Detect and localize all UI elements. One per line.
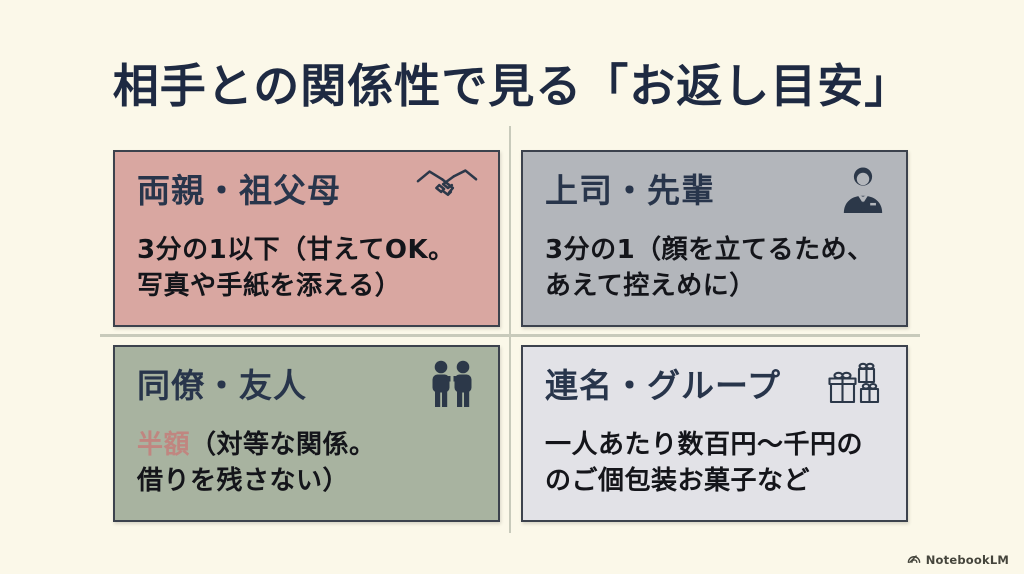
card-body: 半額（対等な関係。 借りを残さない）: [137, 428, 478, 500]
card-header: 上司・先輩: [545, 164, 886, 224]
handshake-icon: [416, 165, 478, 215]
watermark-label: NotebookLM: [925, 553, 1009, 567]
card-joint-group: 連名・グループ 一: [521, 345, 908, 522]
body-line: 一人あたり数百円〜千円の: [545, 430, 864, 460]
card-boss-senior: 上司・先輩 3分の1（顔を立てるため、 あえて控えめに）: [521, 150, 908, 327]
businessman-icon: [840, 165, 886, 219]
card-colleague-friend: 同僚・友人 半額（対等な関係。 借りを残さない）: [113, 345, 500, 522]
body-line: あえて控えめに）: [545, 270, 756, 301]
card-title: 同僚・友人: [137, 366, 307, 405]
notebooklm-logo-icon: [907, 553, 921, 567]
card-title: 連名・グループ: [545, 366, 782, 405]
two-people-icon: [426, 360, 478, 412]
body-line: 半額（対等な関係。: [137, 430, 376, 460]
card-body: 3分の1以下（甘えてOK。 写真や手紙を添える）: [137, 233, 478, 305]
card-title: 上司・先輩: [545, 171, 715, 210]
body-line: 3分の1以下（甘えてOK。: [137, 235, 455, 265]
body-line: のご個包装お菓子など: [545, 465, 811, 496]
vertical-divider: [509, 126, 511, 533]
card-parents-grandparents: 両親・祖父母 3分の1以下（甘えてOK。 写真や手紙を添える）: [113, 150, 500, 327]
notebooklm-watermark: NotebookLM: [907, 553, 1009, 567]
card-body: 3分の1（顔を立てるため、 あえて控えめに）: [545, 233, 886, 305]
card-title: 両親・祖父母: [137, 171, 341, 210]
body-line: 写真や手紙を添える）: [137, 270, 402, 301]
amount-text: 半額: [137, 430, 191, 460]
card-header: 同僚・友人: [137, 359, 478, 419]
card-header: 両親・祖父母: [137, 164, 478, 224]
body-line: 借りを残さない）: [137, 465, 350, 496]
card-header: 連名・グループ: [545, 359, 886, 419]
gifts-icon: [828, 360, 886, 412]
card-body: 一人あたり数百円〜千円の のご個包装お菓子など: [545, 428, 886, 500]
body-line: 3分の1（顔を立てるため、: [545, 235, 874, 265]
page-title: 相手との関係性で見る「お返し目安」: [112, 59, 912, 113]
